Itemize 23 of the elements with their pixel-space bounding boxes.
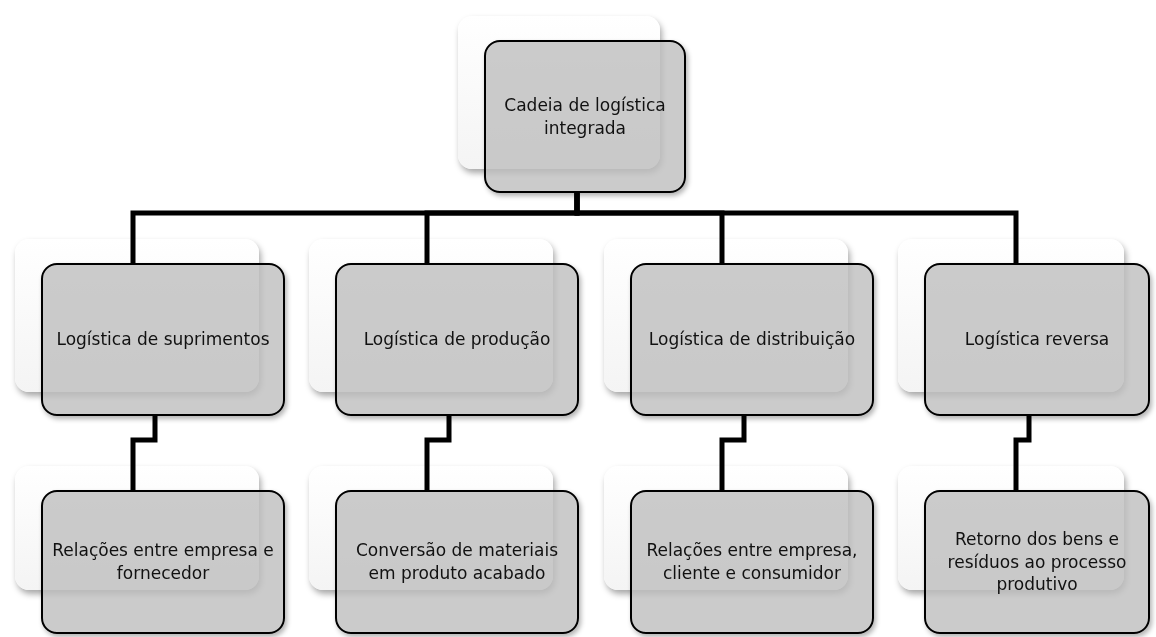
connector-line [1013, 416, 1032, 490]
connector-line [130, 416, 158, 490]
node-label: Conversão de materiais em produto acabado [354, 539, 560, 585]
node-box [630, 263, 874, 416]
node-box [335, 490, 579, 634]
node-label: Logística de distribuição [648, 328, 856, 351]
connector-line [424, 416, 452, 490]
node-box [924, 263, 1150, 416]
node-box [41, 490, 285, 634]
node-box [484, 40, 686, 193]
node-label: Retorno dos bens e resíduos ao processo produtivo [946, 527, 1128, 597]
node-label: Logística de suprimentos [56, 328, 270, 351]
node-label: Relações entre empresa, cliente e consumidor [645, 539, 859, 585]
node-box [41, 263, 285, 416]
node-box [335, 263, 579, 416]
node-box [924, 490, 1150, 634]
connector-line [574, 193, 1019, 263]
node-box [630, 490, 874, 634]
node-label: Cadeia de logística integrada [503, 93, 667, 140]
node-label: Relações entre empresa e fornecedor [51, 539, 275, 585]
node-label: Logística reversa [964, 328, 1110, 351]
connector-line [719, 416, 747, 490]
node-label: Logística de produção [363, 328, 551, 351]
